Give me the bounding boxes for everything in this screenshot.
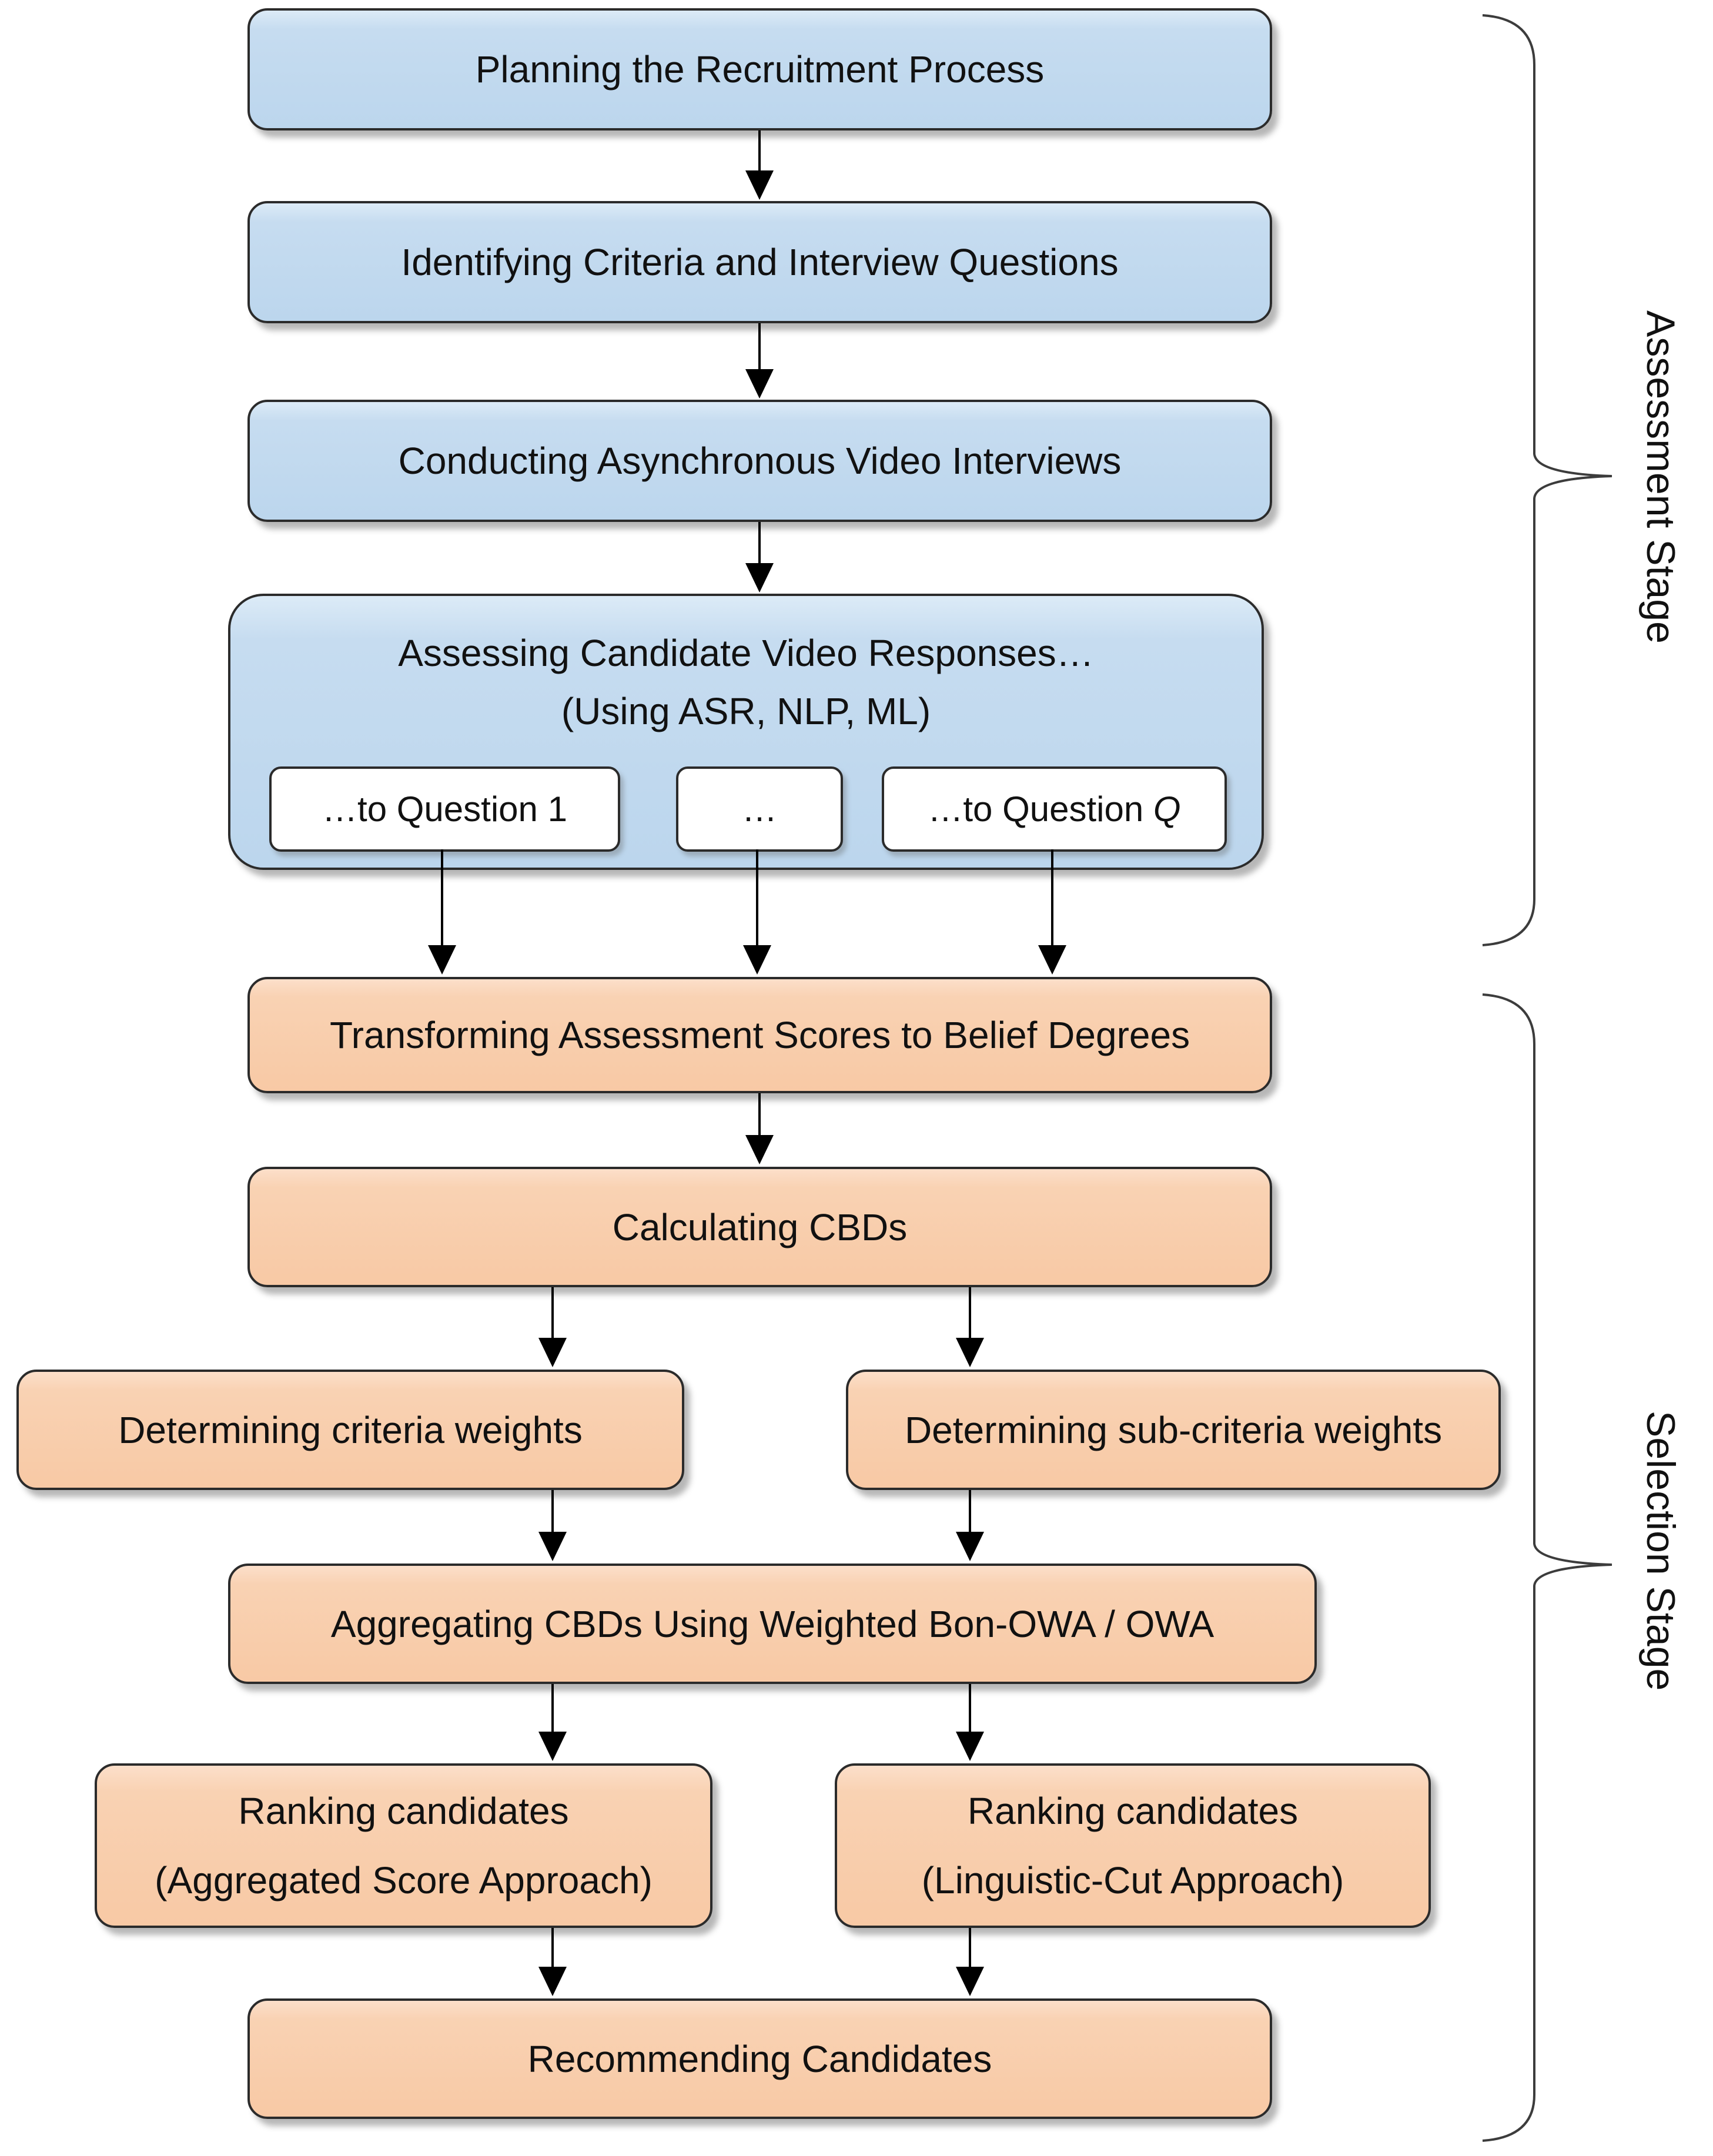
subnode-to-question-1-label: …to Question 1 [322, 789, 567, 829]
arrow-subcriteria-aggregating [956, 1490, 984, 1561]
node-ranking-aggregated-label: Ranking candidates (Aggregated Score App… [155, 1776, 653, 1916]
node-ranking-linguistic-label: Ranking candidates (Linguistic-Cut Appro… [922, 1776, 1344, 1916]
subnode-ellipsis: … [676, 766, 843, 852]
selection-stage-bracket [1482, 993, 1612, 2142]
node-subcriteria-weights-label: Determining sub-criteria weights [904, 1408, 1443, 1451]
ranking-linguistic-line2: (Linguistic-Cut Approach) [921, 1859, 1344, 1901]
arrow-conducting-assessing [745, 522, 774, 592]
arrow-transforming-calculating [745, 1093, 774, 1164]
node-criteria-weights-label: Determining criteria weights [118, 1408, 583, 1451]
arrow-aggregating-ranking-linguistic [956, 1684, 984, 1761]
node-aggregating-label: Aggregating CBDs Using Weighted Bon-OWA … [330, 1602, 1215, 1645]
node-assessing-line2: (Using ASR, NLP, ML) [561, 690, 931, 733]
assessment-stage-bracket [1482, 14, 1612, 946]
node-assessing-line1: Assessing Candidate Video Responses… [398, 632, 1094, 674]
node-planning-label: Planning the Recruitment Process [475, 48, 1045, 91]
node-calculating-label: Calculating CBDs [612, 1206, 908, 1248]
to-question-q-variable: Q [1153, 789, 1181, 829]
node-recommending-label: Recommending Candidates [527, 2037, 992, 2080]
arrow-criteria-aggregating [538, 1490, 567, 1561]
node-assessing-title: Assessing Candidate Video Responses… (Us… [230, 624, 1262, 741]
arrow-calculating-criteria [538, 1287, 567, 1367]
arrow-planning-identifying [745, 130, 774, 200]
arrow-calculating-subcriteria [956, 1287, 984, 1367]
node-aggregating: Aggregating CBDs Using Weighted Bon-OWA … [228, 1564, 1317, 1684]
subnode-to-question-q: …to Question Q [882, 766, 1227, 852]
subnode-to-question-1: …to Question 1 [269, 766, 620, 852]
node-transforming: Transforming Assessment Scores to Belief… [247, 977, 1272, 1093]
node-planning: Planning the Recruitment Process [247, 8, 1272, 130]
node-ranking-aggregated: Ranking candidates (Aggregated Score App… [95, 1763, 712, 1928]
ranking-aggregated-line1: Ranking candidates [238, 1789, 569, 1832]
arrow-aggregating-ranking-aggregated [538, 1684, 567, 1761]
node-assessing: Assessing Candidate Video Responses… (Us… [228, 594, 1264, 870]
subnode-to-question-q-label: …to Question Q [928, 787, 1180, 831]
node-subcriteria-weights: Determining sub-criteria weights [846, 1370, 1501, 1490]
assessment-stage-label: Assessment Stage [1638, 310, 1683, 644]
node-transforming-label: Transforming Assessment Scores to Belief… [329, 1014, 1190, 1056]
to-question-q-prefix: …to Question [928, 789, 1153, 829]
node-calculating: Calculating CBDs [247, 1167, 1272, 1287]
arrow-identifying-conducting [745, 323, 774, 399]
node-identifying: Identifying Criteria and Interview Quest… [247, 201, 1272, 323]
node-criteria-weights: Determining criteria weights [16, 1370, 684, 1490]
ranking-aggregated-line2: (Aggregated Score Approach) [155, 1859, 653, 1901]
subnode-ellipsis-label: … [742, 789, 777, 829]
arrow-ranking-aggregated-recommending [538, 1928, 567, 1996]
node-identifying-label: Identifying Criteria and Interview Quest… [401, 241, 1119, 283]
node-conducting-label: Conducting Asynchronous Video Interviews [398, 440, 1122, 482]
node-recommending: Recommending Candidates [247, 1998, 1272, 2119]
node-conducting: Conducting Asynchronous Video Interviews [247, 400, 1272, 522]
selection-stage-label: Selection Stage [1638, 1411, 1683, 1691]
ranking-linguistic-line1: Ranking candidates [967, 1789, 1299, 1832]
node-ranking-linguistic: Ranking candidates (Linguistic-Cut Appro… [835, 1763, 1431, 1928]
arrow-ranking-linguistic-recommending [956, 1928, 984, 1996]
